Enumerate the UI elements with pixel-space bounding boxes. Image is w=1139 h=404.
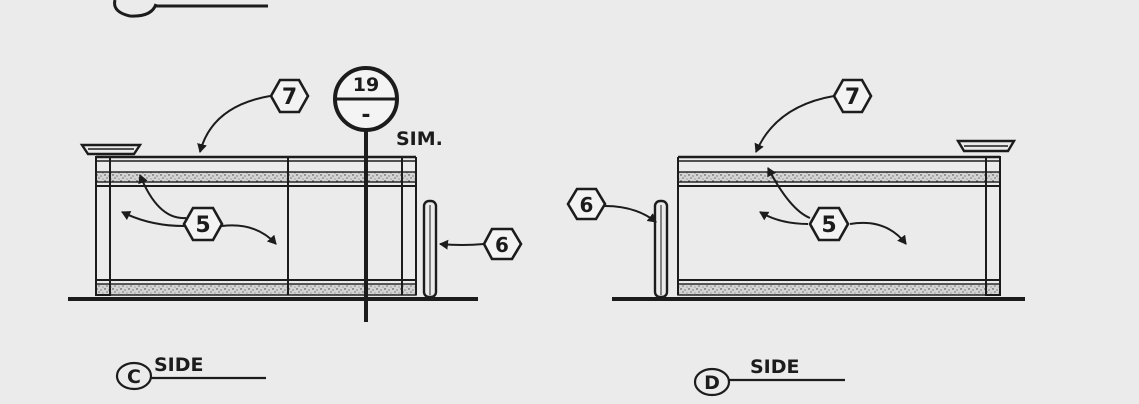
svg-text:6: 6: [495, 233, 509, 257]
left-fill-callout: 5: [121, 174, 277, 245]
section-number: 19: [353, 74, 379, 96]
left-rim-callout: 7: [197, 78, 310, 153]
svg-text:5: 5: [195, 213, 210, 238]
right-end-wall-right: [985, 156, 1001, 296]
left-post: [422, 199, 438, 299]
left-post-callout: 6: [439, 227, 523, 261]
svg-text:7: 7: [845, 85, 860, 110]
right-fill-callout: 5: [759, 167, 907, 245]
svg-text:5: 5: [821, 213, 836, 238]
partial-view-marker: B: [113, 0, 268, 18]
view-title-c: SIDE: [154, 354, 204, 376]
section-sheet: -: [361, 103, 370, 128]
view-label-c: C SIDE: [115, 354, 266, 391]
view-letter-d: D: [704, 372, 720, 394]
similar-note: SIM.: [396, 128, 443, 150]
view-label-d: D SIDE: [693, 356, 845, 397]
left-elevation: 7 5 6 19 - SIM. C SIDE: [68, 66, 523, 391]
right-post-callout: 6: [566, 187, 657, 223]
section-marker: 19 - SIM.: [333, 66, 443, 322]
view-title-d: SIDE: [750, 356, 800, 378]
right-elevation: 6 7 5 D SIDE: [566, 78, 1025, 397]
right-post: [653, 199, 669, 299]
svg-text:7: 7: [282, 85, 297, 110]
right-top-stipple-band: [677, 171, 1001, 183]
left-end-wall-left: [95, 156, 111, 296]
svg-text:6: 6: [580, 193, 594, 217]
left-planter-pot: [79, 143, 143, 156]
right-bottom-stipple-band: [677, 283, 1001, 296]
view-letter-c: C: [127, 366, 141, 388]
right-rim-callout: 7: [754, 78, 873, 153]
right-planter-pot: [955, 139, 1017, 153]
